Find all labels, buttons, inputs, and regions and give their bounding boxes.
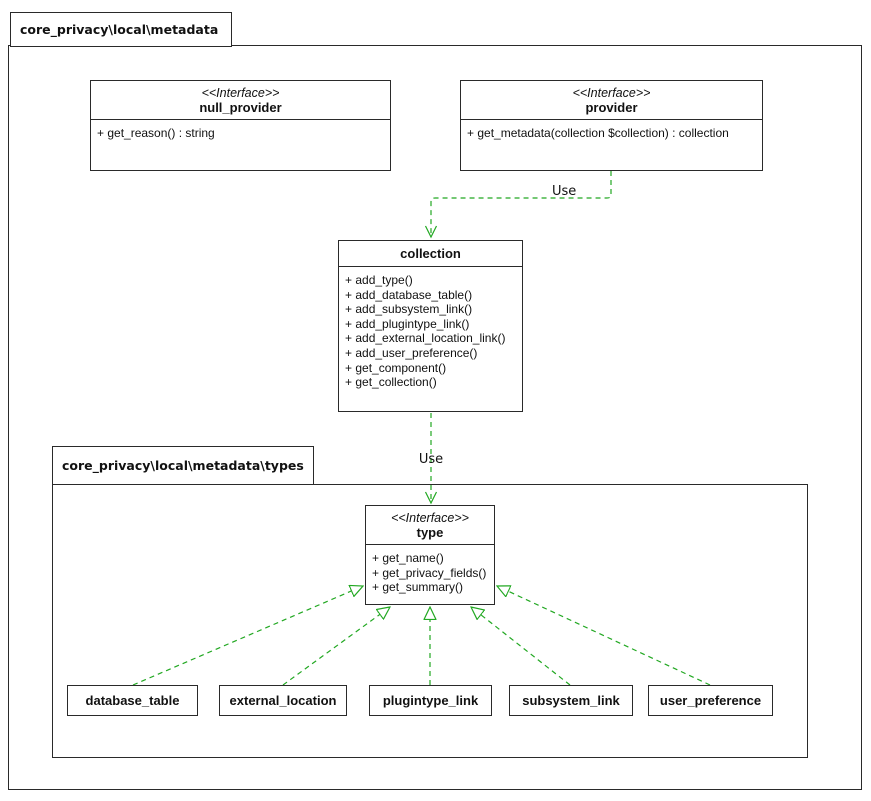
class-plugintype-link: plugintype_link: [369, 685, 492, 716]
method: + add_plugintype_link(): [345, 316, 470, 331]
method: + add_type(): [345, 273, 413, 287]
outer-frame-title: core_privacy\local\metadata: [10, 12, 232, 47]
inner-frame-label: core_privacy\local\metadata\types: [62, 458, 304, 473]
class-subsystem-link: subsystem_link: [509, 685, 633, 716]
class-database-table: database_table: [67, 685, 198, 716]
method: + add_database_table(): [345, 287, 473, 302]
class-external-location: external_location: [219, 685, 347, 716]
method: + get_privacy_fields(): [372, 565, 487, 580]
stereotype-label: <<Interface>>: [201, 85, 280, 100]
class-name: plugintype_link: [382, 693, 479, 708]
class-null-provider-methods: + get_reason() : string: [91, 120, 390, 141]
class-name: user_preference: [659, 693, 762, 708]
method: + get_metadata(collection $collection) :…: [467, 126, 729, 140]
class-user-preference: user_preference: [648, 685, 773, 716]
class-type: <<Interface>> type + get_name() + get_pr…: [365, 505, 495, 605]
class-name: null_provider: [199, 99, 282, 115]
method: + get_reason() : string: [97, 126, 215, 140]
class-provider: <<Interface>> provider + get_metadata(co…: [460, 80, 763, 171]
class-null-provider-header: <<Interface>> null_provider: [91, 81, 390, 120]
use-label-collection-type: Use: [418, 452, 444, 467]
outer-frame-label: core_privacy\local\metadata: [20, 22, 219, 37]
class-name: provider: [585, 99, 638, 115]
class-type-header: <<Interface>> type: [366, 506, 494, 545]
method: + get_summary(): [372, 580, 464, 595]
class-name: subsystem_link: [522, 693, 620, 708]
class-provider-methods: + get_metadata(collection $collection) :…: [461, 120, 762, 141]
method: + add_user_preference(): [345, 345, 478, 360]
stereotype-label: <<Interface>>: [391, 510, 469, 525]
method: + get_name(): [372, 551, 444, 565]
class-type-methods: + get_name() + get_privacy_fields() + ge…: [366, 545, 494, 595]
class-name: external_location: [229, 693, 337, 708]
stereotype-label: <<Interface>>: [572, 85, 651, 100]
class-collection-header: collection: [339, 241, 522, 267]
class-null-provider: <<Interface>> null_provider + get_reason…: [90, 80, 391, 171]
use-label-provider-collection: Use: [552, 184, 577, 199]
inner-frame-title: core_privacy\local\metadata\types: [52, 446, 314, 485]
method: + get_collection(): [345, 375, 437, 390]
class-collection-methods: + add_type() + add_database_table() + ad…: [339, 267, 522, 390]
inner-frame-border: [52, 484, 808, 758]
outer-frame-border: [8, 45, 862, 790]
method: + add_external_location_link(): [345, 331, 506, 346]
class-name: database_table: [85, 693, 180, 708]
class-provider-header: <<Interface>> provider: [461, 81, 762, 120]
method: + get_component(): [345, 360, 447, 375]
class-collection: collection + add_type() + add_database_t…: [338, 240, 523, 412]
class-name: collection: [400, 246, 461, 261]
method: + add_subsystem_link(): [345, 302, 473, 317]
class-name: type: [416, 524, 444, 540]
